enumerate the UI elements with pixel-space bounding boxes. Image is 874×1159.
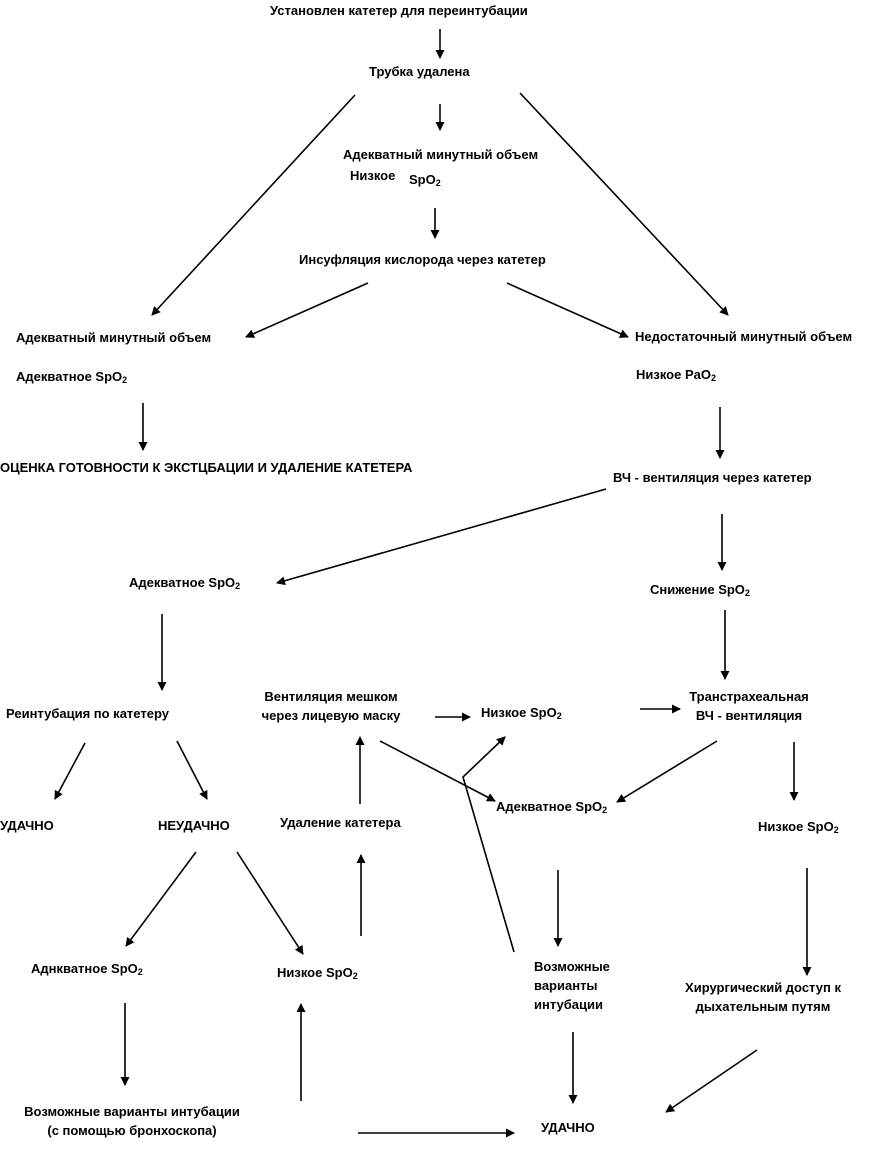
node-catheter-installed: Установлен катетер для переинтубации	[270, 3, 528, 18]
flow-arrow-17	[616, 740, 718, 803]
node-intubation-options-2: Возможные варианты интубации (с помощью …	[24, 1104, 240, 1138]
node-low-spo2-1-value: SpO2	[409, 172, 441, 188]
flow-arrow-22	[125, 851, 197, 947]
node-tube-removed: Трубка удалена	[369, 64, 470, 79]
node-adequate-spo2-1: Адекватное SpO2	[16, 369, 128, 385]
node-adequate-minute-volume-1: Адекватный минутный объем	[343, 147, 539, 162]
flow-arrow-31	[665, 1049, 758, 1113]
node-reintubation: Реинтубация по катетеру	[6, 706, 169, 721]
node-transtracheal-ventilation: Транстрахеальная ВЧ - вентиляция	[689, 689, 809, 723]
flow-arrow-19	[54, 742, 86, 800]
node-bag-mask-ventilation: Вентиляция мешком через лицевую маску	[261, 689, 401, 723]
node-oxygen-insufflation: Инсуфляция кислорода через катетер	[299, 252, 546, 267]
flow-arrow-6	[245, 282, 369, 338]
node-low-spo2-2: Низкое SpO2	[481, 705, 562, 721]
node-failure: НЕУДАЧНО	[158, 818, 230, 833]
node-low-pao2: Низкое PaO2	[636, 367, 716, 383]
node-intubation-options-1: Возможные варианты интубации	[534, 959, 610, 1012]
node-adequate-minute-volume-2: Адекватный минутный объем	[16, 330, 212, 345]
node-adequate-spo2-4: Аднкватное SpO2	[31, 961, 143, 977]
flow-arrow-20	[176, 740, 208, 800]
node-hf-ventilation-catheter: ВЧ - вентиляция через катетер	[613, 470, 812, 485]
node-extubation-readiness: ОЦЕНКА ГОТОВНОСТИ К ЭКСТЦБАЦИИ И УДАЛЕНИ…	[0, 460, 413, 475]
node-low-spo2-1-label: Низкое	[350, 168, 396, 183]
node-adequate-spo2-3: Адекватное SpO2	[496, 799, 608, 815]
flow-arrow-16	[379, 740, 496, 802]
flow-arrow-3	[151, 94, 356, 316]
flow-arrow-23	[236, 851, 304, 955]
node-adequate-spo2-2: Адекватное SpO2	[129, 575, 241, 591]
node-success-1: УДАЧНО	[0, 818, 54, 833]
flow-arrow-4	[519, 92, 729, 316]
node-low-spo2-3: Низкое SpO2	[758, 819, 839, 835]
node-success-2: УДАЧНО	[541, 1120, 595, 1135]
node-spo2-decrease: Снижение SpO2	[650, 582, 750, 598]
flow-arrow-10	[276, 488, 607, 586]
flow-arrow-7	[506, 282, 629, 338]
flow-arrow-bent	[462, 736, 515, 953]
node-insufficient-minute-volume: Недостаточный минутный объем	[635, 329, 853, 344]
node-low-spo2-4: Низкое SpO2	[277, 965, 358, 981]
node-surgical-airway: Хирургический доступ к дыхательным путям	[685, 980, 841, 1014]
node-catheter-removal: Удаление катетера	[280, 815, 401, 830]
